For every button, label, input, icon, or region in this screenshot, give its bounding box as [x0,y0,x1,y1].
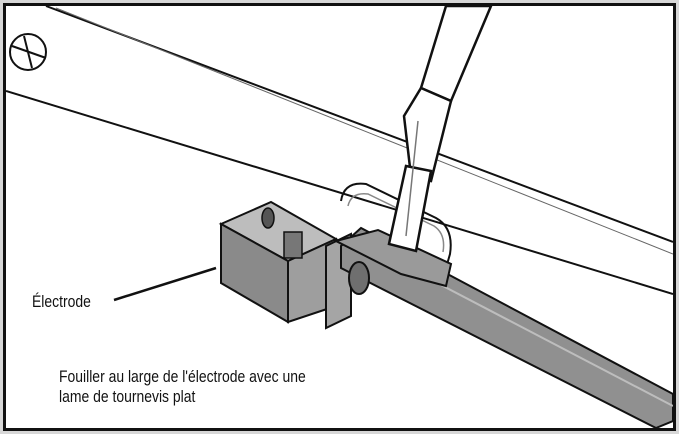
fastener-icon [9,33,47,71]
electrode-label: Électrode [32,292,91,311]
electrode-diagram [6,6,673,428]
caption-line-1: Fouiller au large de l'électrode avec un… [59,367,306,386]
electrode-rod [333,226,673,428]
caption: Fouiller au large de l'électrode avec un… [59,367,306,407]
illustration-frame: Électrode Fouiller au large de l'électro… [3,3,676,431]
electrode-leader-line [113,266,217,302]
caption-line-2: lame de tournevis plat [59,387,196,406]
burner-tube [6,6,673,296]
screwdriver-icon [387,6,493,253]
electrode-bracket [218,200,352,330]
